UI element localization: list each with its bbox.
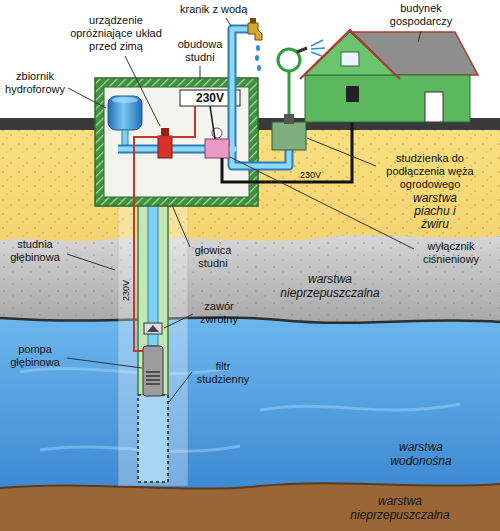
garden-hose	[288, 72, 291, 114]
building-wall	[305, 75, 470, 122]
water-pipe-inner	[232, 29, 250, 149]
layer-label: warstwa wodonośna	[385, 440, 457, 468]
leader-line	[67, 358, 142, 368]
leader-line	[226, 18, 231, 26]
soil-layer: warstwa wodonośna	[0, 322, 500, 484]
impermeable-layer	[0, 235, 500, 323]
layer-label: warstwa nieprzepuszczalna	[345, 494, 455, 522]
leader-line	[172, 205, 190, 247]
tank-label: zbiornik hydroforowy	[2, 70, 68, 96]
power-cable	[210, 106, 215, 139]
water-drop	[255, 55, 259, 61]
water-pipe	[232, 148, 289, 166]
tap-handle	[250, 18, 256, 23]
pressure-tank	[108, 96, 142, 130]
layer-boundary	[0, 483, 500, 488]
layer-boundary	[0, 317, 500, 322]
voltage-label: 230V	[121, 279, 132, 300]
building-gable	[305, 32, 395, 75]
pump-label: pompa głębinowa	[4, 343, 66, 369]
bottom-layer	[0, 483, 500, 531]
water-drop	[256, 45, 260, 51]
voltage-label: 230V	[180, 90, 240, 106]
check-valve	[144, 323, 162, 334]
drain-valve	[158, 136, 172, 158]
aquifer-layer	[0, 317, 500, 488]
well-filter	[138, 395, 168, 482]
layer-label: warstwa nieprzepuszczalna	[275, 272, 385, 300]
roof-edge	[300, 30, 400, 79]
building-door	[425, 92, 443, 122]
water-tap	[248, 23, 262, 40]
impermeable-texture	[0, 235, 500, 323]
electric-box	[346, 86, 359, 102]
leader-line	[68, 88, 106, 108]
water-pipe-inner	[232, 148, 289, 166]
tank-top	[112, 97, 138, 103]
leader-line	[67, 254, 115, 270]
housing-label: obudowa studni	[176, 38, 224, 64]
soil-layer: warstwa nieprzepuszczalna	[0, 240, 500, 318]
pump-cable	[134, 106, 195, 351]
leader-line	[164, 314, 193, 328]
water-pipe	[232, 29, 250, 149]
garden-pit	[272, 122, 306, 150]
layer-label: warstwa piachu i żwiru	[404, 192, 466, 231]
well-label: studnia głębinowa	[4, 238, 66, 264]
pressure-switch	[205, 139, 229, 158]
leader-line	[307, 138, 376, 166]
leader-line	[200, 66, 201, 80]
tap-label: kranik z wodą	[180, 3, 247, 16]
pump-intake	[146, 372, 160, 384]
check-valve-mark	[147, 325, 159, 332]
drain-valve-label: urządzenie opróżniające układ przed zimą	[62, 14, 170, 53]
check-valve-label: zawór zwrotny	[196, 300, 242, 326]
deep-well-pump	[143, 346, 163, 396]
garden-hose	[278, 49, 300, 71]
pit-valve	[284, 114, 294, 124]
voltage-label: 230V	[300, 170, 321, 181]
well-head-label: głowica studni	[190, 244, 236, 270]
leader-lines	[67, 18, 421, 402]
tank-pipe	[122, 130, 128, 146]
building-label: budynek gospodarczy	[381, 2, 461, 28]
water-spray	[311, 40, 325, 56]
hose-nozzle	[297, 48, 307, 52]
pressure-switch-label: wyłącznik ciśnieniowy	[418, 240, 484, 266]
leader-line	[169, 372, 192, 402]
leader-line	[125, 56, 160, 126]
soil-layer: warstwa nieprzepuszczalna	[0, 490, 500, 531]
building-window	[341, 52, 359, 66]
drain-valve-handle	[161, 128, 169, 136]
leader-line	[418, 31, 421, 42]
water-drop	[257, 65, 261, 71]
garden-pit-label: studzienka do podłączenia węża ogrodoweg…	[378, 152, 482, 191]
filter-label: filtr studzienny	[194, 360, 252, 386]
